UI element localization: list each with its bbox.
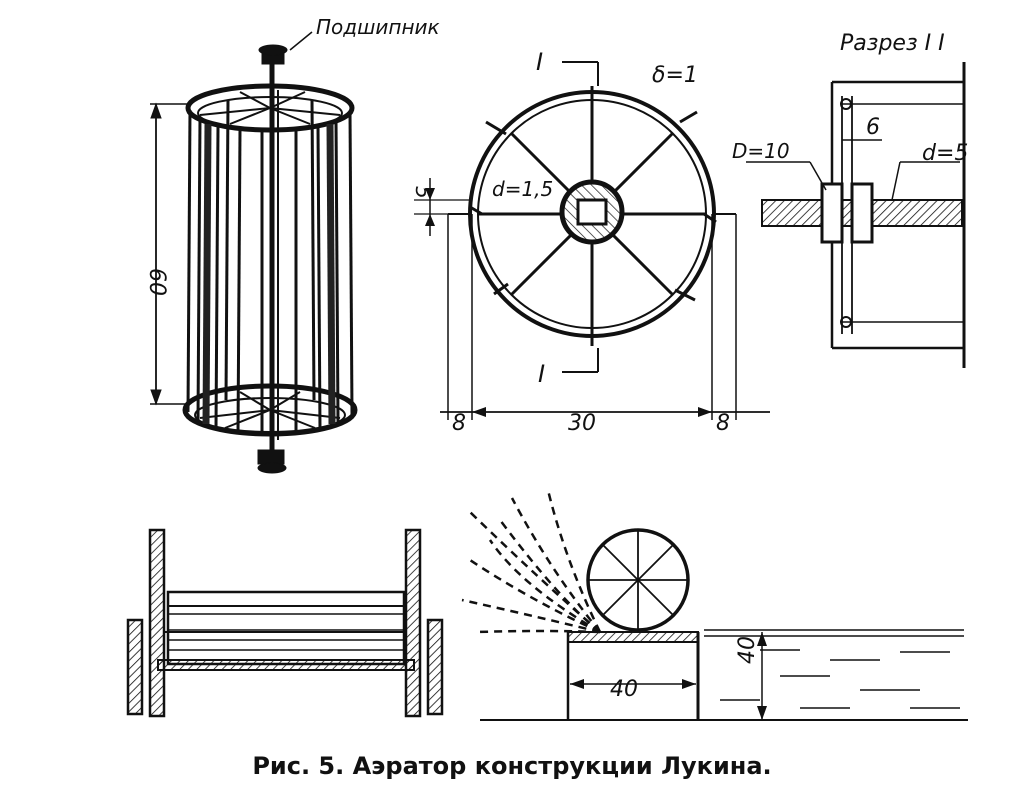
height-60-label: 60: [144, 268, 169, 296]
D10-label: D=10: [732, 139, 790, 163]
dim-40-height: 40: [735, 636, 760, 664]
section-title: Разрез I I: [840, 31, 945, 56]
dim-30: 30: [568, 411, 596, 436]
d5-label: d=5: [922, 141, 968, 166]
side-assembly: [126, 528, 444, 718]
bearing-label: Подшипник: [316, 15, 440, 39]
section-mark-bottom: I: [538, 360, 545, 388]
delta-label: δ=1: [652, 63, 698, 88]
wheel-front-view: [414, 61, 770, 420]
section-view: [746, 62, 966, 368]
wheel-dim-arrows: [425, 188, 712, 417]
dim-40-width: 40: [610, 677, 638, 702]
offset-5-label: 5: [411, 186, 435, 199]
dim-8-left: 8: [452, 411, 466, 436]
section-mark-top: I: [536, 48, 543, 76]
splash-dim-arrows: [570, 632, 767, 720]
dim-height: [150, 102, 190, 406]
dim-6-label: 6: [866, 115, 880, 140]
dim-8-right: 8: [716, 411, 730, 436]
d-wire-label: d=1,5: [492, 177, 553, 201]
figure-caption: Рис. 5. Аэратор конструкции Лукина.: [252, 752, 771, 780]
splash-diagram: [461, 489, 968, 721]
drum-perspective: [182, 31, 358, 474]
